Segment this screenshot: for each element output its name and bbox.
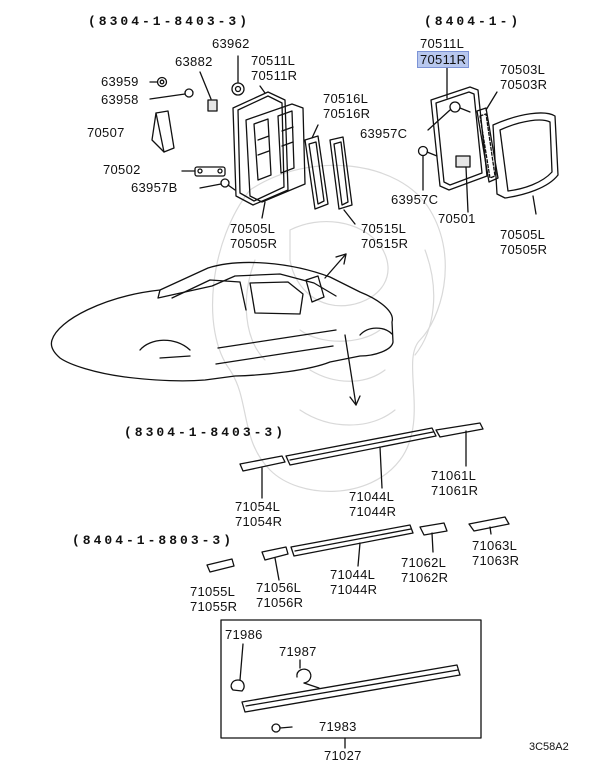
callout-71063[interactable]: 71063L 71063R — [472, 538, 519, 568]
callout-70511r-highlighted[interactable]: 70511R — [417, 51, 470, 68]
part-70516 — [304, 124, 329, 210]
part-71056 — [261, 546, 289, 581]
callout-63959[interactable]: 63959 — [101, 74, 139, 89]
callout-70515[interactable]: 70515L 70515R — [361, 221, 408, 251]
callout-70503[interactable]: 70503L 70503R — [500, 62, 547, 92]
part-number-70516r: 70516R — [323, 106, 371, 121]
part-71055 — [206, 558, 235, 573]
part-number-71044l-lower: 71044L — [330, 567, 376, 582]
part-number-71054l: 71054L — [235, 499, 281, 514]
watermark-emblem — [211, 164, 446, 492]
callout-71062[interactable]: 71062L 71062R — [401, 555, 448, 585]
part-number-71063l: 71063L — [472, 538, 518, 553]
part-number-71056r: 71056R — [256, 595, 304, 610]
part-63959 — [156, 76, 168, 88]
callout-70511-left[interactable]: 70511L 70511R — [251, 53, 297, 83]
part-63957b — [199, 178, 236, 191]
part-number-70516l: 70516L — [323, 91, 369, 106]
part-70501 — [455, 155, 471, 213]
callout-71056[interactable]: 71056L 71056R — [256, 580, 303, 610]
part-70502 — [181, 166, 226, 177]
range-header-mid-lower: (8404-1-8803-3) — [72, 533, 235, 548]
part-71044-upper — [285, 427, 437, 489]
part-number-71063r: 71063R — [472, 553, 520, 568]
callout-71044-lower[interactable]: 71044L 71044R — [330, 567, 377, 597]
part-70505-garnish-right — [492, 112, 559, 215]
part-number-71044r-lower: 71044R — [330, 582, 378, 597]
part-number-70503r: 70503R — [500, 77, 548, 92]
part-63957c-lower — [417, 145, 438, 191]
part-63962 — [231, 55, 245, 96]
callout-71987[interactable]: 71987 — [279, 644, 317, 659]
arrow-to-upper-cluster — [324, 253, 347, 279]
callout-71027[interactable]: 71027 — [324, 748, 362, 763]
callout-63962[interactable]: 63962 — [212, 36, 250, 51]
part-number-71055r: 71055R — [190, 599, 238, 614]
detail-box-71027 — [220, 619, 482, 749]
diagram-code: 3C58A2 — [529, 741, 569, 753]
part-71044-lower — [290, 524, 414, 567]
part-number-70505r-right: 70505R — [500, 242, 548, 257]
callout-63957c-lower[interactable]: 63957C — [391, 192, 439, 207]
callout-70505-right[interactable]: 70505L 70505R — [500, 227, 547, 257]
part-number-71062r: 71062R — [401, 570, 449, 585]
callout-71055[interactable]: 71055L 71055R — [190, 584, 237, 614]
part-71063 — [468, 516, 510, 535]
callout-71986[interactable]: 71986 — [225, 627, 263, 642]
part-number-71062l: 71062L — [401, 555, 447, 570]
part-number-71044l-upper: 71044L — [349, 489, 395, 504]
part-number-71044r-upper: 71044R — [349, 504, 397, 519]
callout-71983[interactable]: 71983 — [319, 719, 357, 734]
range-header-top-right: (8404-1-) — [424, 14, 522, 29]
part-70507 — [151, 110, 175, 153]
callout-71061[interactable]: 71061L 71061R — [431, 468, 478, 498]
part-number-70505l-right: 70505L — [500, 227, 546, 242]
callout-70507[interactable]: 70507 — [87, 125, 125, 140]
part-number-70505l: 70505L — [230, 221, 276, 236]
part-70511-gasket-left — [232, 85, 289, 206]
part-70515 — [329, 136, 356, 225]
part-number-70515l: 70515L — [361, 221, 407, 236]
part-63957c-upper — [427, 101, 471, 131]
part-number-71056l: 71056L — [256, 580, 302, 595]
part-number-70515r: 70515R — [361, 236, 409, 251]
callout-70501[interactable]: 70501 — [438, 211, 476, 226]
arrow-to-moldings — [344, 334, 361, 406]
part-number-71054r: 71054R — [235, 514, 283, 529]
callout-70505-left[interactable]: 70505L 70505R — [230, 221, 277, 251]
part-number-70511l: 70511L — [251, 53, 296, 68]
part-70503 — [476, 91, 499, 183]
callout-63957c-upper[interactable]: 63957C — [360, 126, 408, 141]
part-71054 — [239, 455, 286, 499]
part-63958 — [184, 88, 194, 98]
callout-63958[interactable]: 63958 — [101, 92, 139, 107]
callout-71044-upper[interactable]: 71044L 71044R — [349, 489, 396, 519]
part-number-70505r: 70505R — [230, 236, 278, 251]
part-71062 — [419, 522, 448, 553]
part-number-71061r: 71061R — [431, 483, 479, 498]
part-number-70503l: 70503L — [500, 62, 546, 77]
part-63882 — [199, 71, 218, 112]
part-number-71055l: 71055L — [190, 584, 236, 599]
part-70505-garnish-left — [245, 103, 306, 219]
car-silhouette — [50, 261, 394, 382]
callout-63957b[interactable]: 63957B — [131, 180, 178, 195]
part-70511-gasket-right — [430, 61, 488, 191]
part-number-70511r: 70511R — [251, 68, 298, 83]
callout-63882[interactable]: 63882 — [175, 54, 213, 69]
range-header-top-left: (8304-1-8403-3) — [88, 14, 251, 29]
callout-70516[interactable]: 70516L 70516R — [323, 91, 370, 121]
callout-70502[interactable]: 70502 — [103, 162, 141, 177]
part-number-71061l: 71061L — [431, 468, 477, 483]
range-header-mid-left: (8304-1-8403-3) — [124, 425, 287, 440]
callout-71054[interactable]: 71054L 71054R — [235, 499, 282, 529]
callout-70511l-right[interactable]: 70511L — [420, 36, 465, 51]
part-71061 — [435, 422, 484, 467]
